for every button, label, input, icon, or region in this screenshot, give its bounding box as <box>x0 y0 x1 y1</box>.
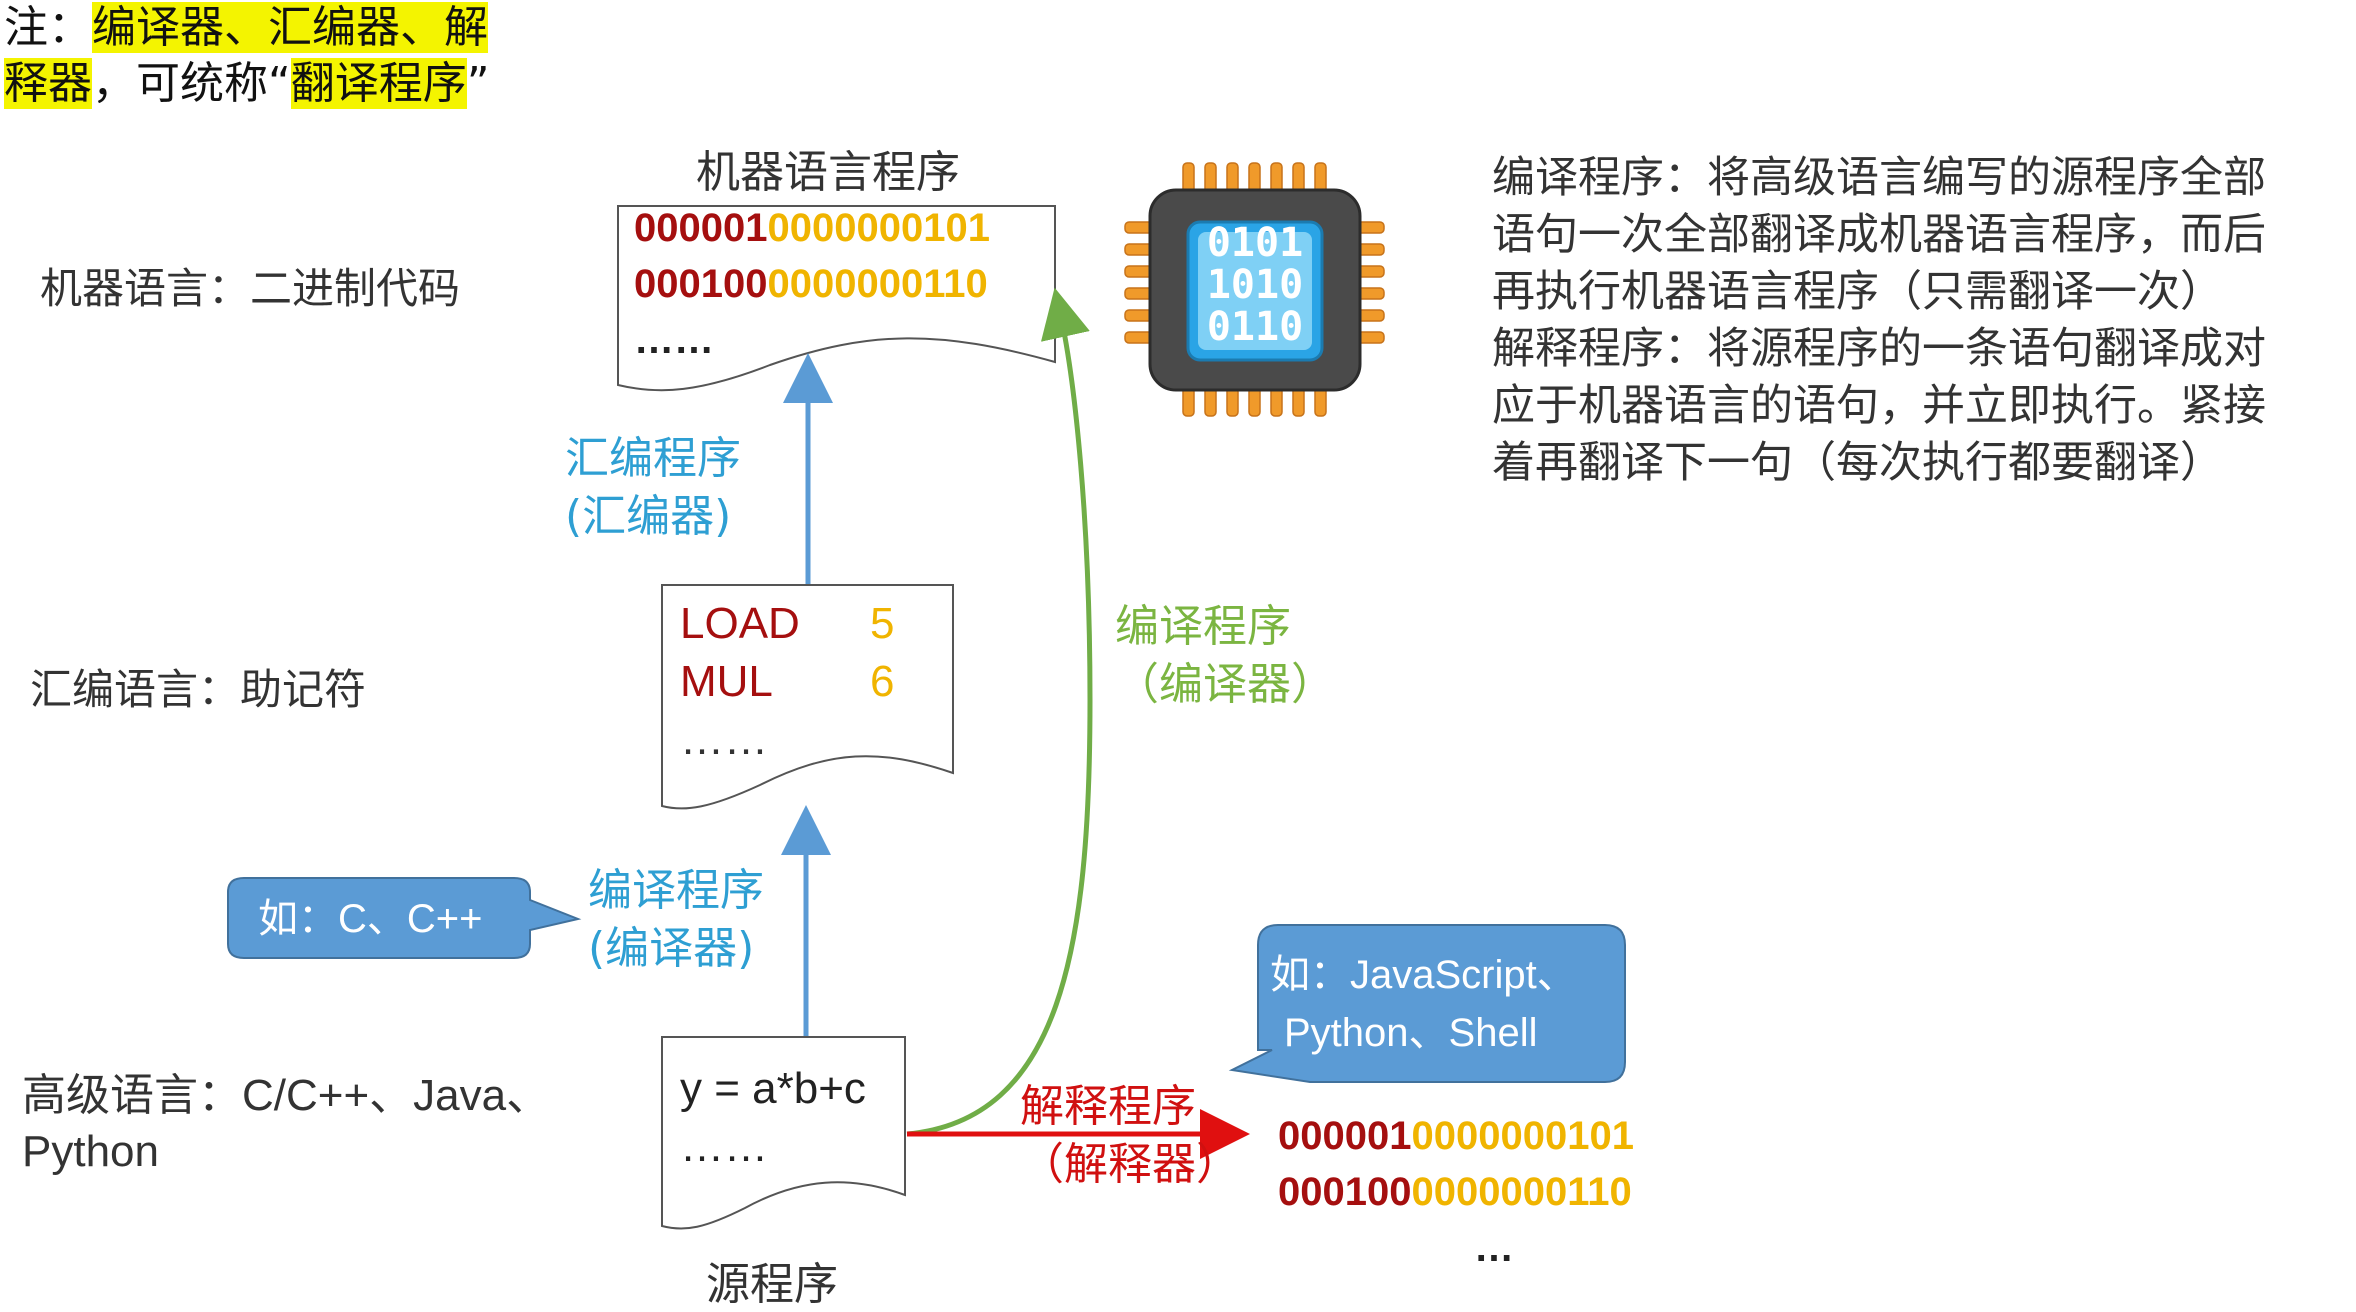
note-highlight-2: 释器 <box>4 58 92 109</box>
interp-row-more: … <box>1474 1226 1514 1270</box>
source-doc-shape <box>661 1036 906 1230</box>
chip-icon <box>1124 162 1385 417</box>
assembler-label: 汇编程序 (汇编器) <box>565 433 741 542</box>
definition-line-4: 解释程序：将源程序的一条语句翻译成对 <box>1492 324 2266 374</box>
note-suffix: ” <box>466 58 490 109</box>
machine-row-1: 0000010000000101 <box>634 206 990 250</box>
compiler-green-label: 编译程序 （编译器） <box>1115 601 1335 710</box>
level-high-line2: Python <box>22 1127 159 1176</box>
compiler-green-arrow <box>906 287 1093 1137</box>
source-code-line: y = a*b+c <box>680 1064 866 1113</box>
interp-row-2: 0001000000000110 <box>1278 1170 1632 1214</box>
asm-doc-shape <box>661 584 954 810</box>
note-highlight-1: 编译器、汇编器、解 <box>92 2 488 53</box>
interp-row-1: 0000010000000101 <box>1278 1114 1634 1158</box>
machine-doc-title: 机器语言程序 <box>696 147 960 198</box>
callout-script-text: 如：JavaScript、 Python、Shell <box>1270 953 1577 1055</box>
interp-output: 0000010000000101 0001000000000110 … <box>1278 1108 1634 1276</box>
source-doc-title: 源程序 <box>706 1259 838 1310</box>
definition-line-3: 再执行机器语言程序（只需翻译一次） <box>1492 267 2223 317</box>
source-doc-code: y = a*b+c …… <box>680 1060 866 1176</box>
definition-line-2: 语句一次全部翻译成机器语言程序，而后 <box>1492 210 2266 260</box>
level-high: 高级语言：C/C++、Java、 Python <box>22 1068 550 1180</box>
note-highlight-3: 翻译程序 <box>290 58 467 109</box>
interpreter-label: 解释程序 （解释器） <box>1020 1081 1240 1190</box>
level-machine: 机器语言：二进制代码 <box>40 264 461 313</box>
machine-row-2: 0001000000000110 <box>634 262 988 306</box>
callout-script-shape <box>1228 924 1626 1083</box>
machine-doc-code: 0000010000000101 0001000000000110 …… <box>634 200 990 368</box>
callout-c-shape <box>227 877 582 959</box>
callout-c-text: 如：C、C++ <box>258 897 483 941</box>
source-code-more: …… <box>680 1122 768 1171</box>
compiler-label: 编译程序 (编译器) <box>588 865 764 974</box>
level-high-line1: 高级语言：C/C++、Java、 <box>22 1071 551 1120</box>
definitions: 编译程序：将高级语言编写的源程序全部 语句一次全部翻译成机器语言程序，而后 再执… <box>1492 150 2266 492</box>
level-assembly: 汇编语言：助记符 <box>30 665 367 714</box>
asm-row-more: …… <box>680 715 768 764</box>
note-prefix: 注： <box>4 2 92 53</box>
definition-line-5: 应于机器语言的语句，并立即执行。紧接 <box>1492 381 2266 431</box>
chip-binary-text: 0101 1010 0110 <box>1206 220 1304 350</box>
machine-row-more: …… <box>634 318 714 362</box>
note: 注：编译器、汇编器、解 释器，可统称“翻译程序” <box>4 0 490 112</box>
definition-line-1: 编译程序：将高级语言编写的源程序全部 <box>1492 153 2266 203</box>
note-mid: ，可统称“ <box>92 58 291 109</box>
definition-line-6: 着再翻译下一句（每次执行都要翻译） <box>1492 438 2223 488</box>
